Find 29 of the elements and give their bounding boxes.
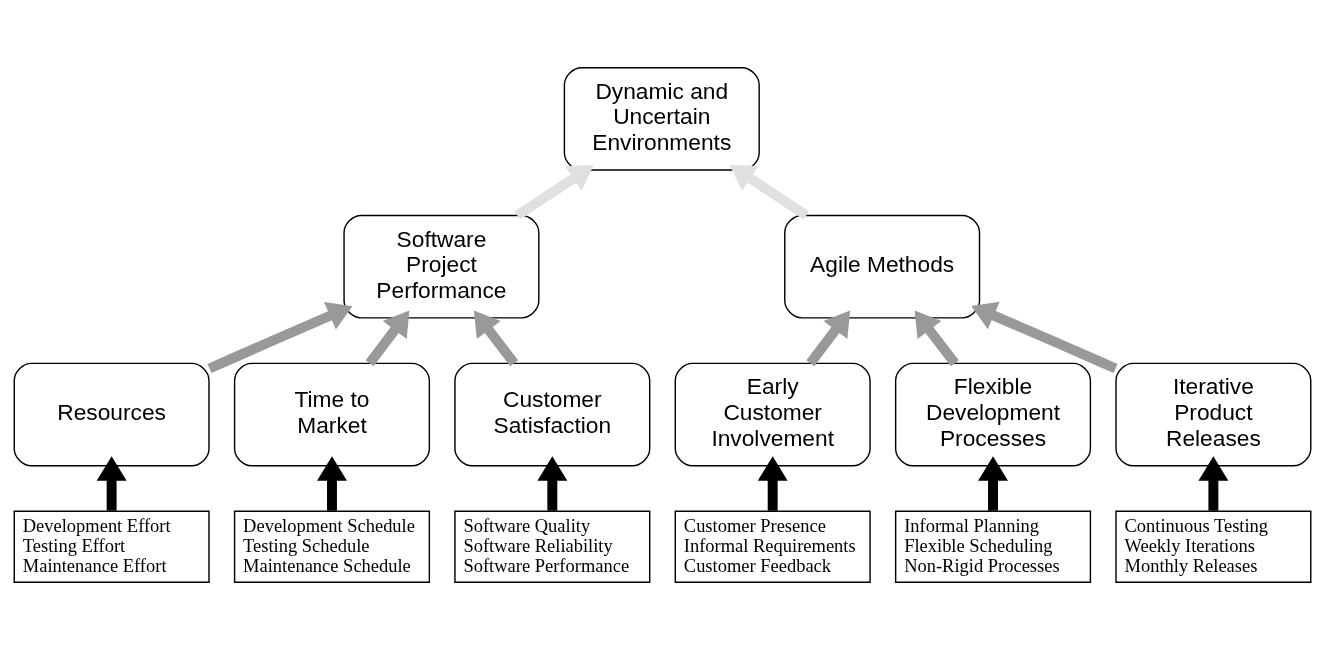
node-box: Informal Planning Flexible Scheduling Non-Rigid Processes <box>894 510 1092 583</box>
arrow <box>1198 456 1229 511</box>
arrow <box>473 310 519 367</box>
node-box: Iterative Product Releases <box>1115 362 1312 467</box>
arrow <box>365 310 410 367</box>
arrow <box>978 456 1008 511</box>
arrow <box>806 310 851 367</box>
node-box: Flexible Development Processes <box>894 362 1092 467</box>
node-box: Software Quality Software Reliability Software Performance <box>454 510 651 583</box>
node-box: Development Schedule Testing Schedule Maintenance Schedule <box>233 510 431 583</box>
node-box: Development Effort Testing Effort Maintenance Effort <box>13 510 210 583</box>
node-box: Resources <box>13 362 210 467</box>
arrow <box>757 456 788 511</box>
node-box: Agile Methods <box>784 214 981 319</box>
node-box: Dynamic and Uncertain Environments <box>563 67 760 171</box>
arrow <box>729 165 810 220</box>
node-box: Customer Satisfaction <box>454 362 651 467</box>
arrow <box>514 165 594 220</box>
node-box: Time to Market <box>233 362 431 467</box>
node-box: Continuous Testing Weekly Iterations Monthly Releases <box>1115 510 1312 583</box>
node-box: Early Customer Involvement <box>674 362 871 467</box>
node-box: Software Project Performance <box>343 214 540 319</box>
arrow <box>537 456 568 511</box>
arrow <box>914 310 959 367</box>
arrow <box>207 302 353 374</box>
arrow <box>96 456 127 511</box>
arrow <box>971 301 1118 374</box>
arrow <box>317 456 347 511</box>
node-box: Customer Presence Informal Requirements Customer Feedback <box>674 510 871 583</box>
